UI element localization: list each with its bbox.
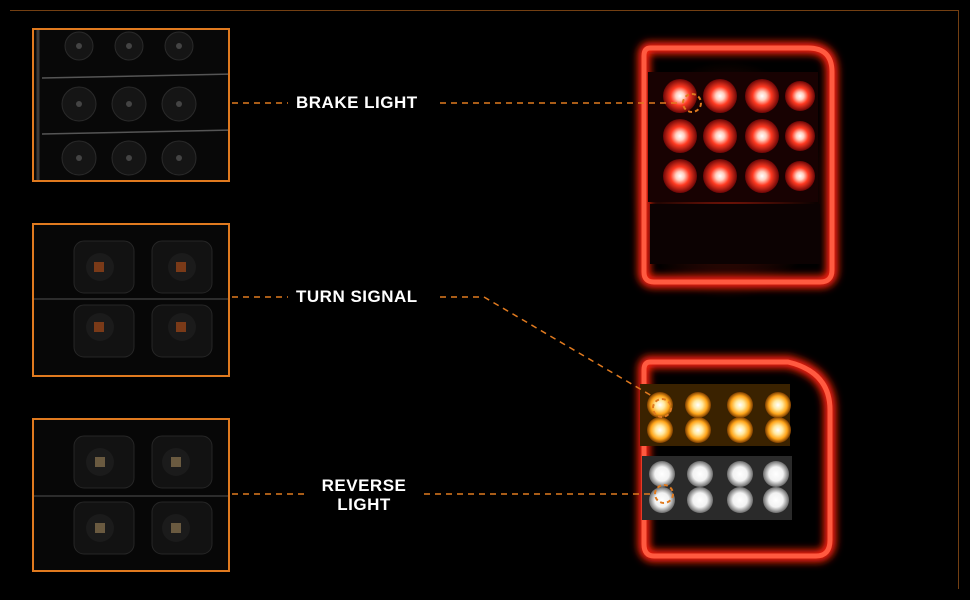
turn-signal-thumbnail bbox=[32, 223, 230, 377]
reverse-light-thumbnail bbox=[32, 418, 230, 572]
brake-light-label: BRAKE LIGHT bbox=[296, 93, 418, 112]
brake-light-thumbnail bbox=[32, 28, 230, 182]
reverse-light-off-image bbox=[34, 420, 228, 570]
lower-lamp-housing bbox=[638, 356, 836, 562]
reverse-light-label-line2: LIGHT bbox=[337, 495, 391, 514]
reverse-light-label-line1: REVERSE bbox=[321, 476, 407, 495]
reverse-led-array bbox=[649, 461, 789, 513]
turn-signal-off-image bbox=[34, 225, 228, 375]
brake-led-array bbox=[663, 79, 815, 193]
turn-signal-label: TURN SIGNAL bbox=[296, 287, 418, 306]
reverse-light-label: REVERSE LIGHT bbox=[314, 476, 414, 514]
brake-light-off-image bbox=[34, 30, 228, 180]
turn-signal-led-array bbox=[647, 392, 791, 443]
upper-lamp-housing bbox=[628, 42, 838, 300]
